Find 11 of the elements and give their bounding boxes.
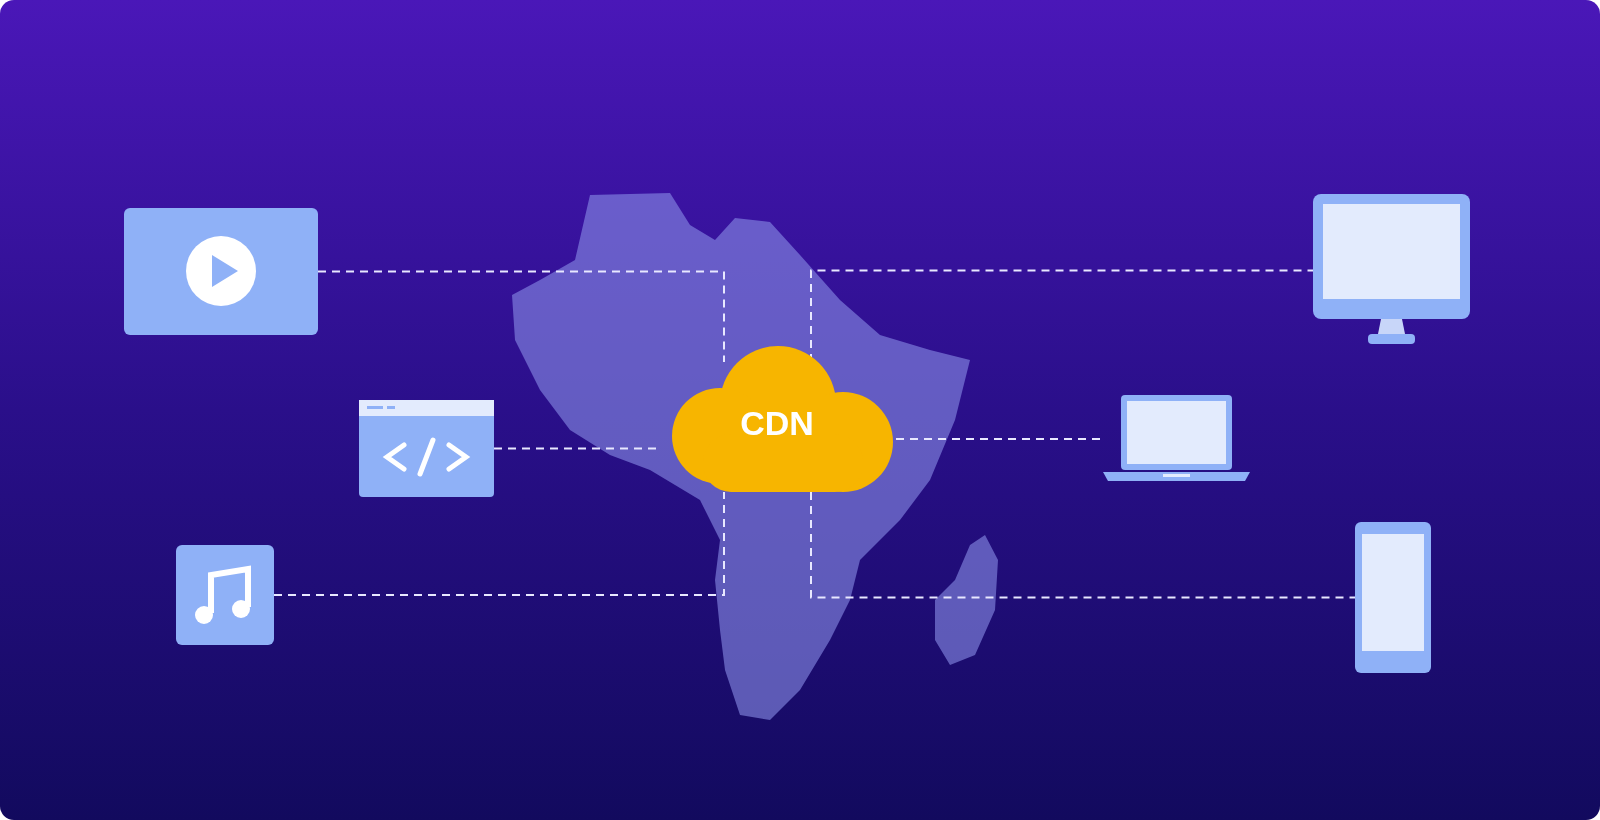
video-icon — [124, 208, 318, 335]
smartphone-icon — [1355, 522, 1431, 673]
dashed-connector — [810, 491, 1356, 599]
desktop-monitor-icon — [1313, 194, 1470, 347]
dashed-connector — [317, 270, 725, 363]
code-window-icon — [359, 400, 494, 497]
dashed-connector — [493, 447, 659, 450]
laptop-icon — [1103, 395, 1250, 483]
dashed-connector — [273, 491, 725, 596]
node-label: CDN — [739, 403, 815, 443]
music-note-icon — [176, 545, 274, 645]
